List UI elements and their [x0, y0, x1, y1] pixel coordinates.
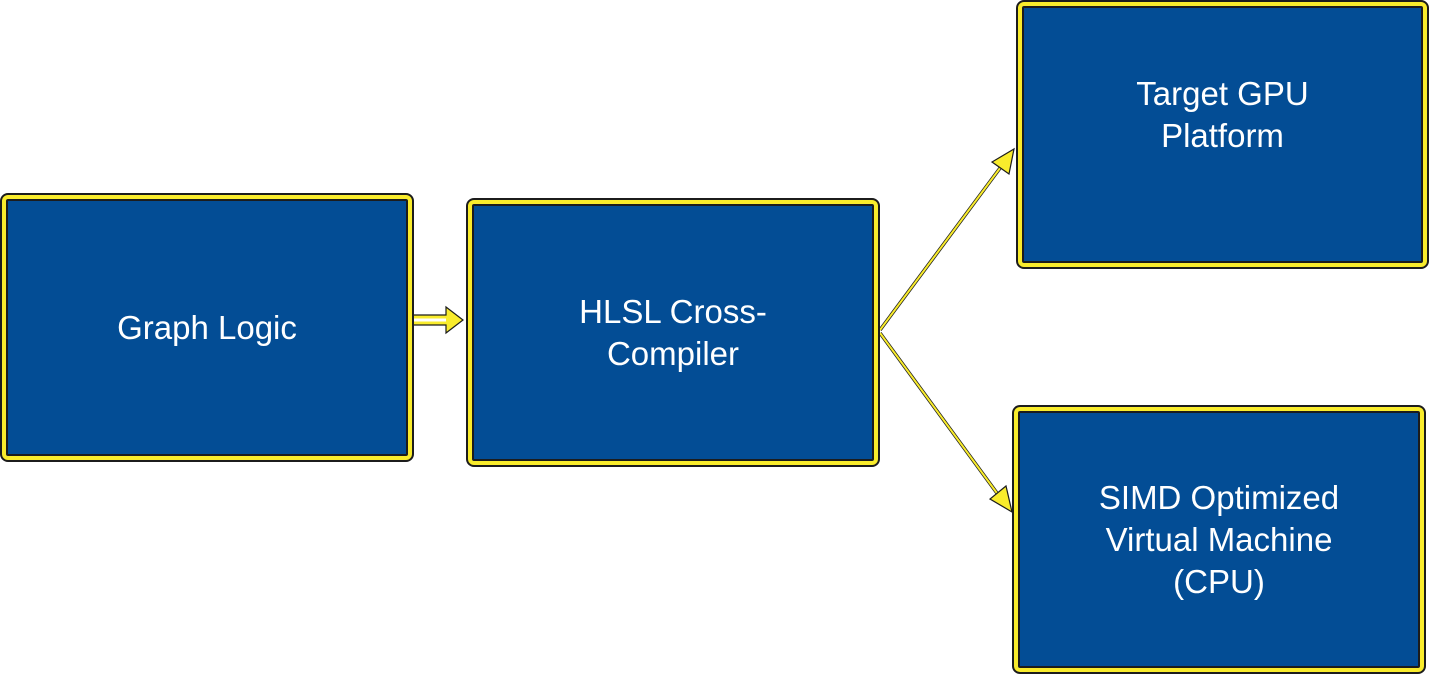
node-graph-logic-label: Graph Logic: [117, 308, 297, 346]
edge-hlsl-to-gpu: [878, 147, 1015, 332]
node-simd-virtual-machine: SIMD Optimized Virtual Machine (CPU): [1014, 407, 1424, 672]
node-simd-virtual-machine-label: SIMD Optimized Virtual Machine (CPU): [1098, 478, 1340, 600]
node-hlsl-cross-compiler: HLSL Cross- Compiler: [468, 200, 878, 465]
node-hlsl-cross-compiler-label: HLSL Cross- Compiler: [579, 292, 767, 372]
node-target-gpu-platform: Target GPU Platform: [1018, 2, 1427, 267]
node-graph-logic: Graph Logic: [2, 195, 412, 460]
node-target-gpu-platform-label: Target GPU Platform: [1136, 74, 1309, 154]
edge-graph-to-hlsl: [411, 305, 464, 335]
edge-hlsl-to-simd: [878, 331, 1013, 514]
